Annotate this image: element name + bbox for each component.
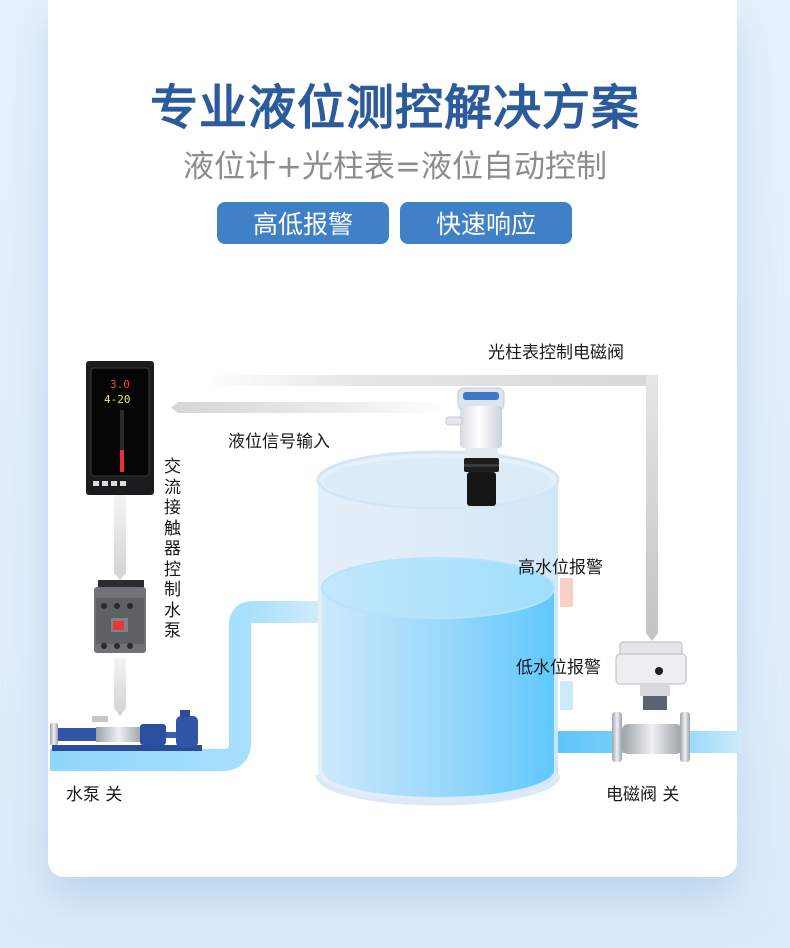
- valve-control-label: 光柱表控制电磁阀: [488, 343, 624, 363]
- bargraph-display-meter: 3.0 4-20: [86, 361, 154, 495]
- low-alarm-indicator: [560, 681, 573, 710]
- contactor-to-pump-arrow: [114, 658, 126, 716]
- page-subtitle: 液位计+光柱表=液位自动控制: [183, 149, 607, 185]
- meter-top-reading: 3.0: [110, 378, 130, 391]
- valve-status-label: 电磁阀 关: [606, 785, 680, 805]
- badge-fast-response: 快速响应: [400, 202, 572, 244]
- water-pump-device: [50, 710, 202, 751]
- high-alarm-label: 高水位报警: [518, 558, 603, 578]
- water-tank: [315, 450, 561, 806]
- meter-bottom-reading: 4-20: [104, 393, 131, 406]
- low-alarm-label: 低水位报警: [516, 658, 601, 678]
- contactor-control-label: 交流接触器控制水泵: [164, 457, 181, 641]
- ac-contactor-device: [94, 580, 146, 653]
- valve-control-signal-line: [200, 375, 658, 641]
- page-title: 专业液位测控解决方案: [149, 80, 640, 136]
- feature-badges: 高低报警 快速响应: [217, 202, 572, 244]
- electric-valve-device: [612, 641, 690, 762]
- level-sensor-device: [445, 387, 505, 506]
- signal-input-arrow: [171, 402, 448, 413]
- signal-input-label: 液位信号输入: [228, 432, 330, 452]
- meter-to-contactor-arrow: [114, 495, 126, 580]
- badge-high-low-alarm: 高低报警: [217, 202, 389, 244]
- high-alarm-indicator: [560, 578, 573, 607]
- pump-status-label: 水泵 关: [66, 785, 123, 805]
- inlet-pipe: [50, 601, 330, 771]
